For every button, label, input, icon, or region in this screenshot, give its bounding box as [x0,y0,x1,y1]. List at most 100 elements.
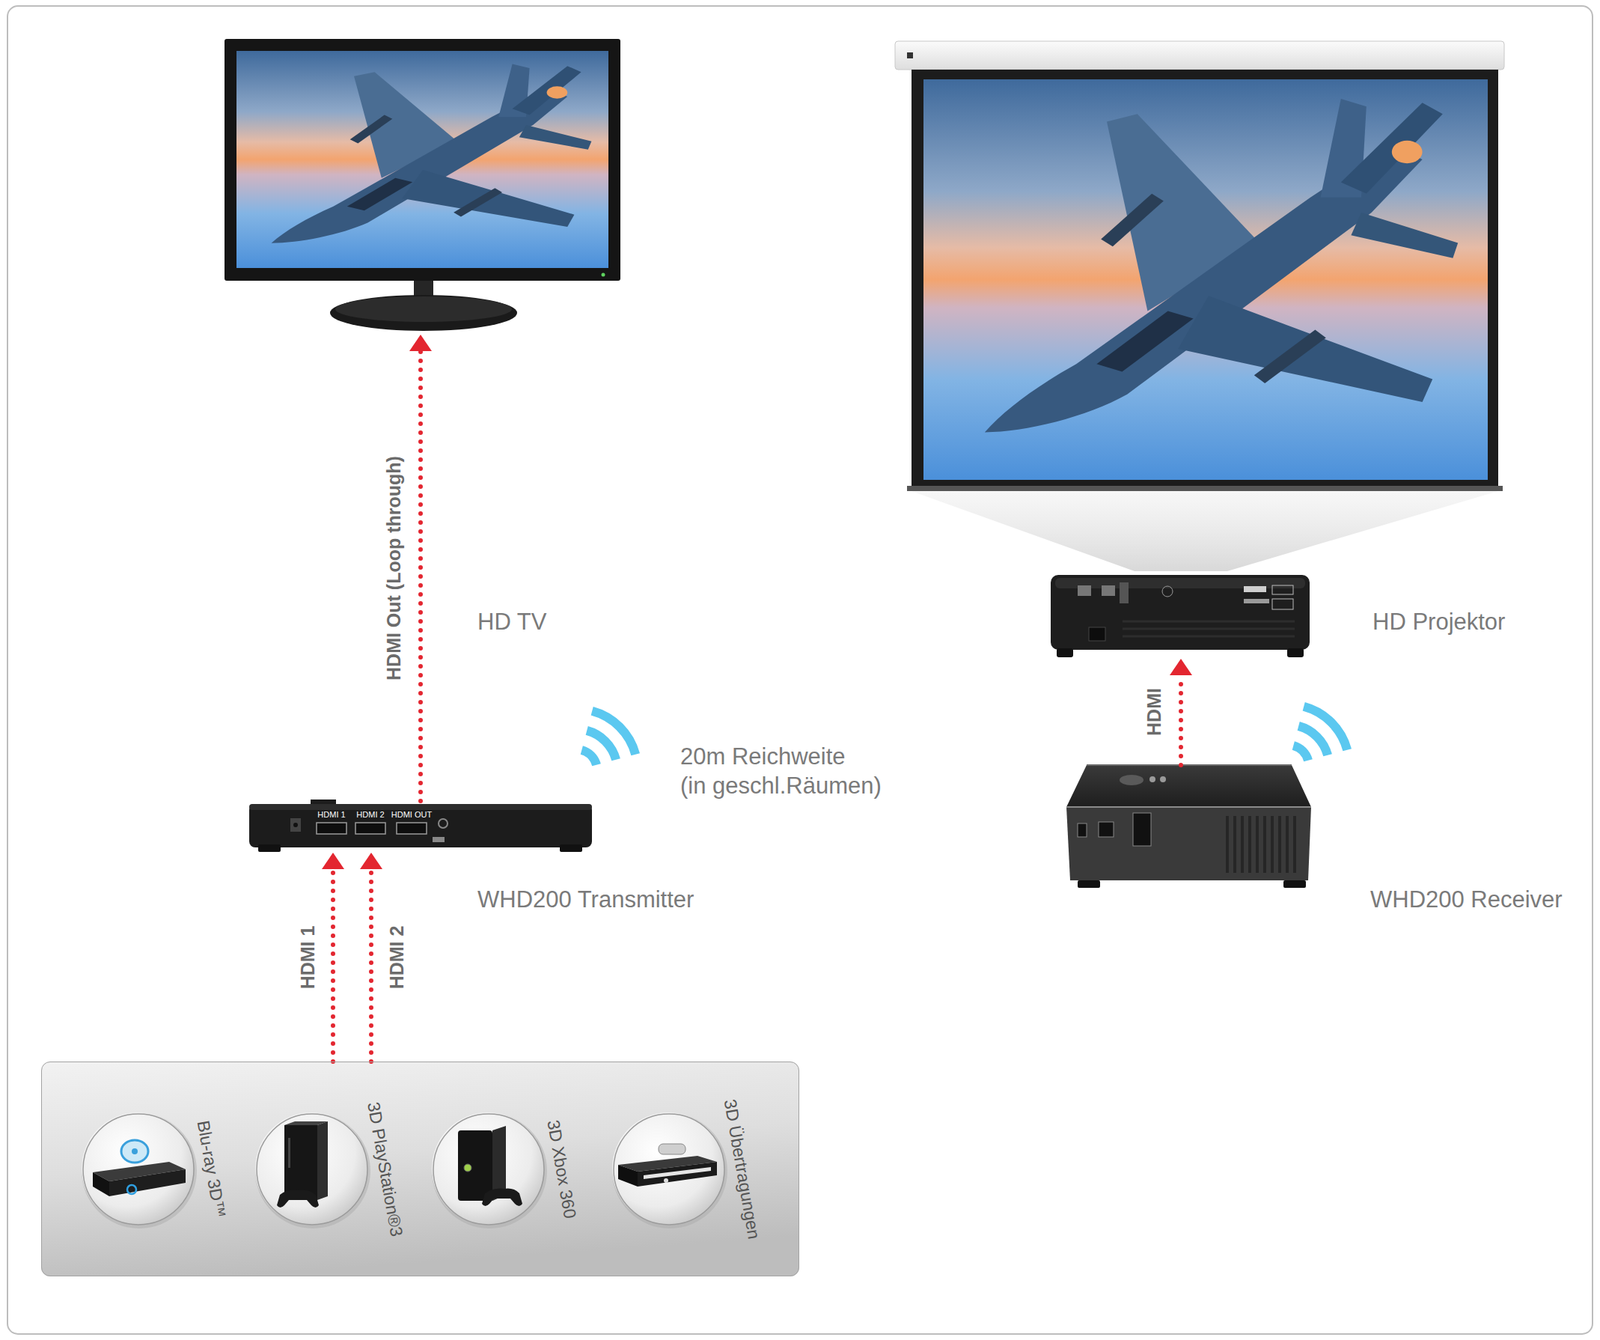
source-circle: 3D Xbox 360 [432,1112,545,1226]
receiver-node: WHD200 Receiver [1066,764,1312,888]
source-label: Blu-ray 3D™ [192,1118,230,1220]
playstation-icon [284,1124,318,1200]
transmitter-node: WHD200 Transmitter [249,800,592,853]
projector-illustration [1272,585,1294,595]
projector-illustration [1077,585,1092,596]
tv-illustration [271,63,592,243]
circle-outline [612,1112,726,1226]
wireless-symbol [591,710,636,755]
settop-box-icon [663,1177,669,1183]
dotted-line [418,350,423,801]
projector-illustration [1055,577,1306,589]
projector-illustration [1088,627,1106,641]
receiver-illustration [1227,815,1295,873]
device-label: HD Projektor [1372,607,1505,636]
xbox-icon [463,1163,472,1172]
projector-illustration [1122,621,1295,637]
playstation-icon [288,1137,291,1168]
arrowhead [409,334,432,351]
receiver-illustration [1077,823,1087,837]
dotted-line [1178,675,1184,765]
connector-label: HDMI Out (Loop through) [382,455,405,681]
projector-illustration [1287,648,1304,658]
bluray-player-icon [92,1171,110,1196]
receiver-illustration [1133,812,1151,846]
source-panel-ground [41,1061,800,1276]
transmitter-illustration [559,844,583,852]
transmitter-illustration [290,817,301,832]
projection-screen [911,69,1499,486]
wireless-symbol [581,749,597,765]
projection-screen [907,52,914,59]
source-panel-ground [431,1112,548,1229]
transmitter-illustration [396,822,427,834]
dotted-line [330,868,336,1062]
projection-screen [907,485,1503,491]
tv-illustration [601,273,606,277]
settop-box-icon [637,1161,717,1187]
receiver-illustration [1066,805,1312,808]
bluray-player-icon [131,1147,138,1154]
dotted-line [368,868,374,1062]
receiver-illustration [1086,764,1292,766]
bluray-player-icon [127,1184,137,1194]
hdmi-connector [321,852,345,1062]
wireless-symbol [1298,725,1328,756]
projection-screen [923,79,1488,480]
transmitter-illustration [293,822,298,827]
settop-box-icon [618,1143,717,1187]
hdmi-connector [1169,658,1193,765]
playstation-icon [276,1121,328,1208]
projector-illustration [1243,598,1270,604]
circle-outline [433,1113,545,1225]
source-circle: 3D PlayStation®3 [255,1112,369,1226]
circle-outline [255,1112,369,1226]
arrowhead [1169,658,1193,676]
wireless-symbol [586,730,616,760]
playstation-icon [317,1121,328,1200]
port-label: HDMI 1 [317,809,345,820]
source-circle: Blu-ray 3D™ [82,1112,195,1226]
projector-illustration [1050,574,1310,650]
transmitter-illustration [249,803,592,848]
device-label: HD TV [477,607,547,636]
circle-outline [83,1113,194,1225]
arrowhead [321,852,345,869]
receiver-illustration [1149,776,1156,783]
source-panel-ground [255,1112,371,1229]
transmitter-illustration [249,799,592,852]
tv-illustration [224,38,621,331]
transmitter-illustration [249,803,592,810]
projector-illustration [1056,648,1074,658]
hdmi-connector [409,334,432,801]
playstation-icon [276,1189,319,1208]
projector-illustration [1050,574,1310,658]
xbox-icon [457,1130,493,1201]
port-label: HDMI 2 [356,809,384,820]
projection-screen [895,41,1505,70]
source-panel-ground [255,1112,368,1225]
source-panel-ground [612,1112,728,1229]
tv-illustration [224,38,621,281]
transmitter-illustration [438,818,448,828]
projection-screen [984,98,1458,432]
receiver-illustration [1066,806,1312,881]
connector-label: HDMI 2 [385,924,408,989]
receiver-illustration [1098,821,1114,837]
source-panel-ground [41,1061,800,1276]
device-label: WHD200 Receiver [1370,885,1563,914]
transmitter-illustration [432,836,445,842]
receiver-illustration [1077,880,1101,888]
range-note: 20m Reichweite (in geschl.Räumen) [680,742,935,801]
source-panel: Blu-ray 3D™3D PlayStation®33D Xbox 3603D… [41,1061,800,1276]
settop-box-icon [618,1164,638,1187]
transmitter-illustration [316,822,347,834]
bluray-player-icon [92,1139,186,1196]
tv-illustration [335,296,512,322]
receiver-illustration [1066,764,1312,807]
projector-illustration [1119,582,1129,604]
circle-outline [82,1112,195,1226]
tv-illustration [330,294,518,331]
